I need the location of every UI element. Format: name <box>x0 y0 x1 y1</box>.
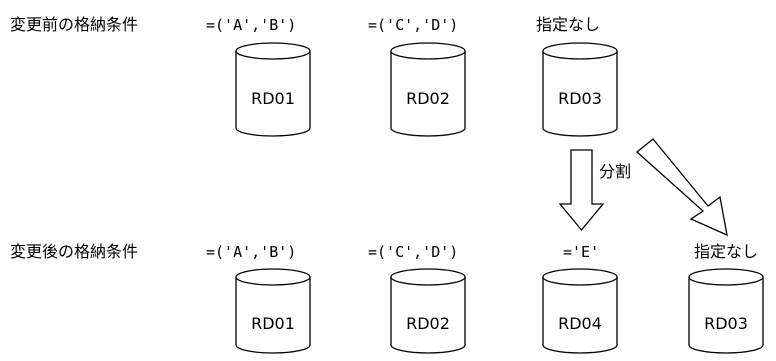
after-cylinder-rd01: RD01 <box>235 268 311 354</box>
before-row-label: 変更前の格納条件 <box>10 15 138 34</box>
after-cylinder-rd02: RD02 <box>390 268 466 354</box>
before-area-rd03: RD03 <box>558 89 602 108</box>
after-row-label: 変更後の格納条件 <box>10 242 138 261</box>
after-condition-rd04: ='E' <box>563 243 599 261</box>
after-area-rd02: RD02 <box>406 314 450 333</box>
before-cylinder-rd03: RD03 <box>542 42 618 137</box>
before-condition-rd01: =('A','B') <box>206 16 296 34</box>
before-area-rd02: RD02 <box>406 89 450 108</box>
move-arrow-diagonal-icon <box>635 138 728 237</box>
after-cylinder-rd03: RD03 <box>688 268 764 354</box>
before-condition-rd03: 指定なし <box>536 15 600 34</box>
after-condition-rd01: =('A','B') <box>206 243 296 261</box>
after-condition-rd03: 指定なし <box>694 242 758 261</box>
split-label: 分割 <box>599 162 631 181</box>
after-cylinder-rd04: RD04 <box>542 268 618 354</box>
after-area-rd01: RD01 <box>251 314 295 333</box>
after-condition-rd02: =('C','D') <box>368 243 458 261</box>
before-condition-rd02: =('C','D') <box>368 16 458 34</box>
before-cylinder-rd02: RD02 <box>390 42 466 137</box>
after-area-rd04: RD04 <box>558 314 602 333</box>
split-arrow-down-icon <box>558 149 605 232</box>
before-area-rd01: RD01 <box>251 89 295 108</box>
after-area-rd03: RD03 <box>704 314 748 333</box>
before-cylinder-rd01: RD01 <box>235 42 311 137</box>
